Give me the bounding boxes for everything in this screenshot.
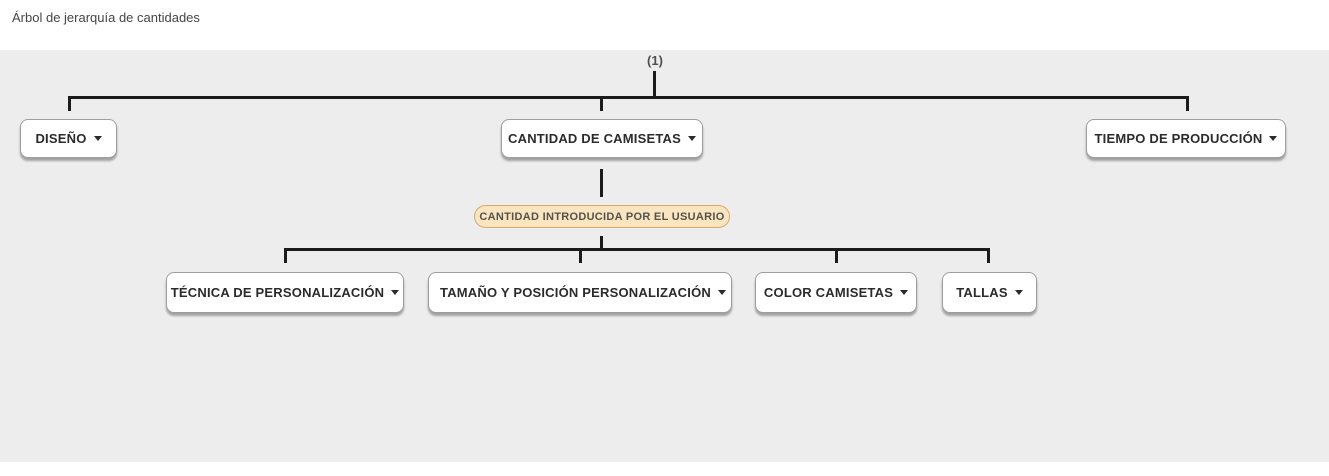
connector-root-vertical [653,71,656,98]
chevron-down-icon [717,290,726,295]
connector-stub-tiempo [1186,96,1189,111]
node-tallas[interactable]: TALLAS [942,272,1037,313]
chevron-down-icon [1269,136,1278,141]
connector-badge-vertical [600,236,603,249]
connector-stub-diseno [68,96,71,111]
connector-stub-color [835,248,838,263]
page-title: Árbol de jerarquía de cantidades [12,10,200,25]
connector-stub-tecnica [284,248,287,263]
user-quantity-badge: CANTIDAD INTRODUCIDA POR EL USUARIO [474,205,730,228]
node-label: CANTIDAD DE CAMISETAS [508,131,681,146]
node-label: COLOR CAMISETAS [763,285,894,300]
node-tecnica-de-personalizacion[interactable]: TÉCNICA DE PERSONALIZACIÓN [166,272,404,313]
badge-label: CANTIDAD INTRODUCIDA POR EL USUARIO [479,210,725,223]
root-count-label: (1) [647,53,663,68]
hierarchy-tree-canvas: (1) DISEÑO CANTIDAD DE CAMISETAS TIEMPO … [0,50,1329,462]
connector-stub-tamano [579,248,582,263]
bottom-strip [0,462,1329,476]
chevron-down-icon [900,290,909,295]
connector-cantidad-to-badge [600,169,603,197]
node-label: TALLAS [956,285,1008,300]
connector-stub-cantidad [600,96,603,111]
node-label: TÉCNICA DE PERSONALIZACIÓN [170,285,385,300]
node-color-camisetas[interactable]: COLOR CAMISETAS [755,272,917,313]
chevron-down-icon [93,136,102,141]
node-tamano-y-posicion-personalizacion[interactable]: TAMAÑO Y POSICIÓN PERSONALIZACIÓN [428,272,732,313]
connector-level2-horizontal [284,248,990,251]
chevron-down-icon [1014,290,1023,295]
node-tiempo-de-produccion[interactable]: TIEMPO DE PRODUCCIÓN [1086,119,1286,158]
node-label: TAMAÑO Y POSICIÓN PERSONALIZACIÓN [440,285,711,300]
node-label: TIEMPO DE PRODUCCIÓN [1094,131,1263,146]
connector-stub-tallas [987,248,990,263]
titlebar: Árbol de jerarquía de cantidades [0,0,1329,50]
node-diseno[interactable]: DISEÑO [20,119,117,158]
chevron-down-icon [391,290,400,295]
node-cantidad-de-camisetas[interactable]: CANTIDAD DE CAMISETAS [501,119,703,158]
node-label: DISEÑO [35,131,87,146]
chevron-down-icon [687,136,696,141]
connector-level1-horizontal [68,96,1189,99]
